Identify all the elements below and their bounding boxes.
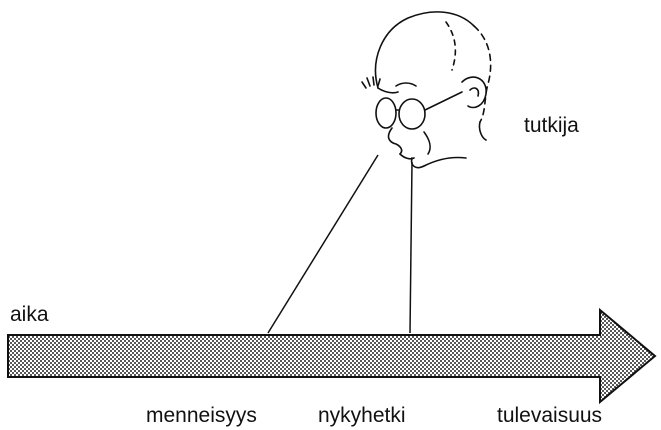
past-label: menneisyys bbox=[146, 404, 257, 427]
line-of-sight-present bbox=[410, 162, 412, 333]
researcher-illustration bbox=[362, 12, 491, 168]
future-label: tulevaisuus bbox=[497, 404, 602, 427]
present-label: nykyhetki bbox=[318, 404, 406, 427]
researcher-label: tutkija bbox=[524, 114, 579, 137]
time-arrow bbox=[8, 310, 655, 402]
time-label: aika bbox=[10, 303, 49, 326]
line-of-sight-past bbox=[268, 155, 378, 333]
